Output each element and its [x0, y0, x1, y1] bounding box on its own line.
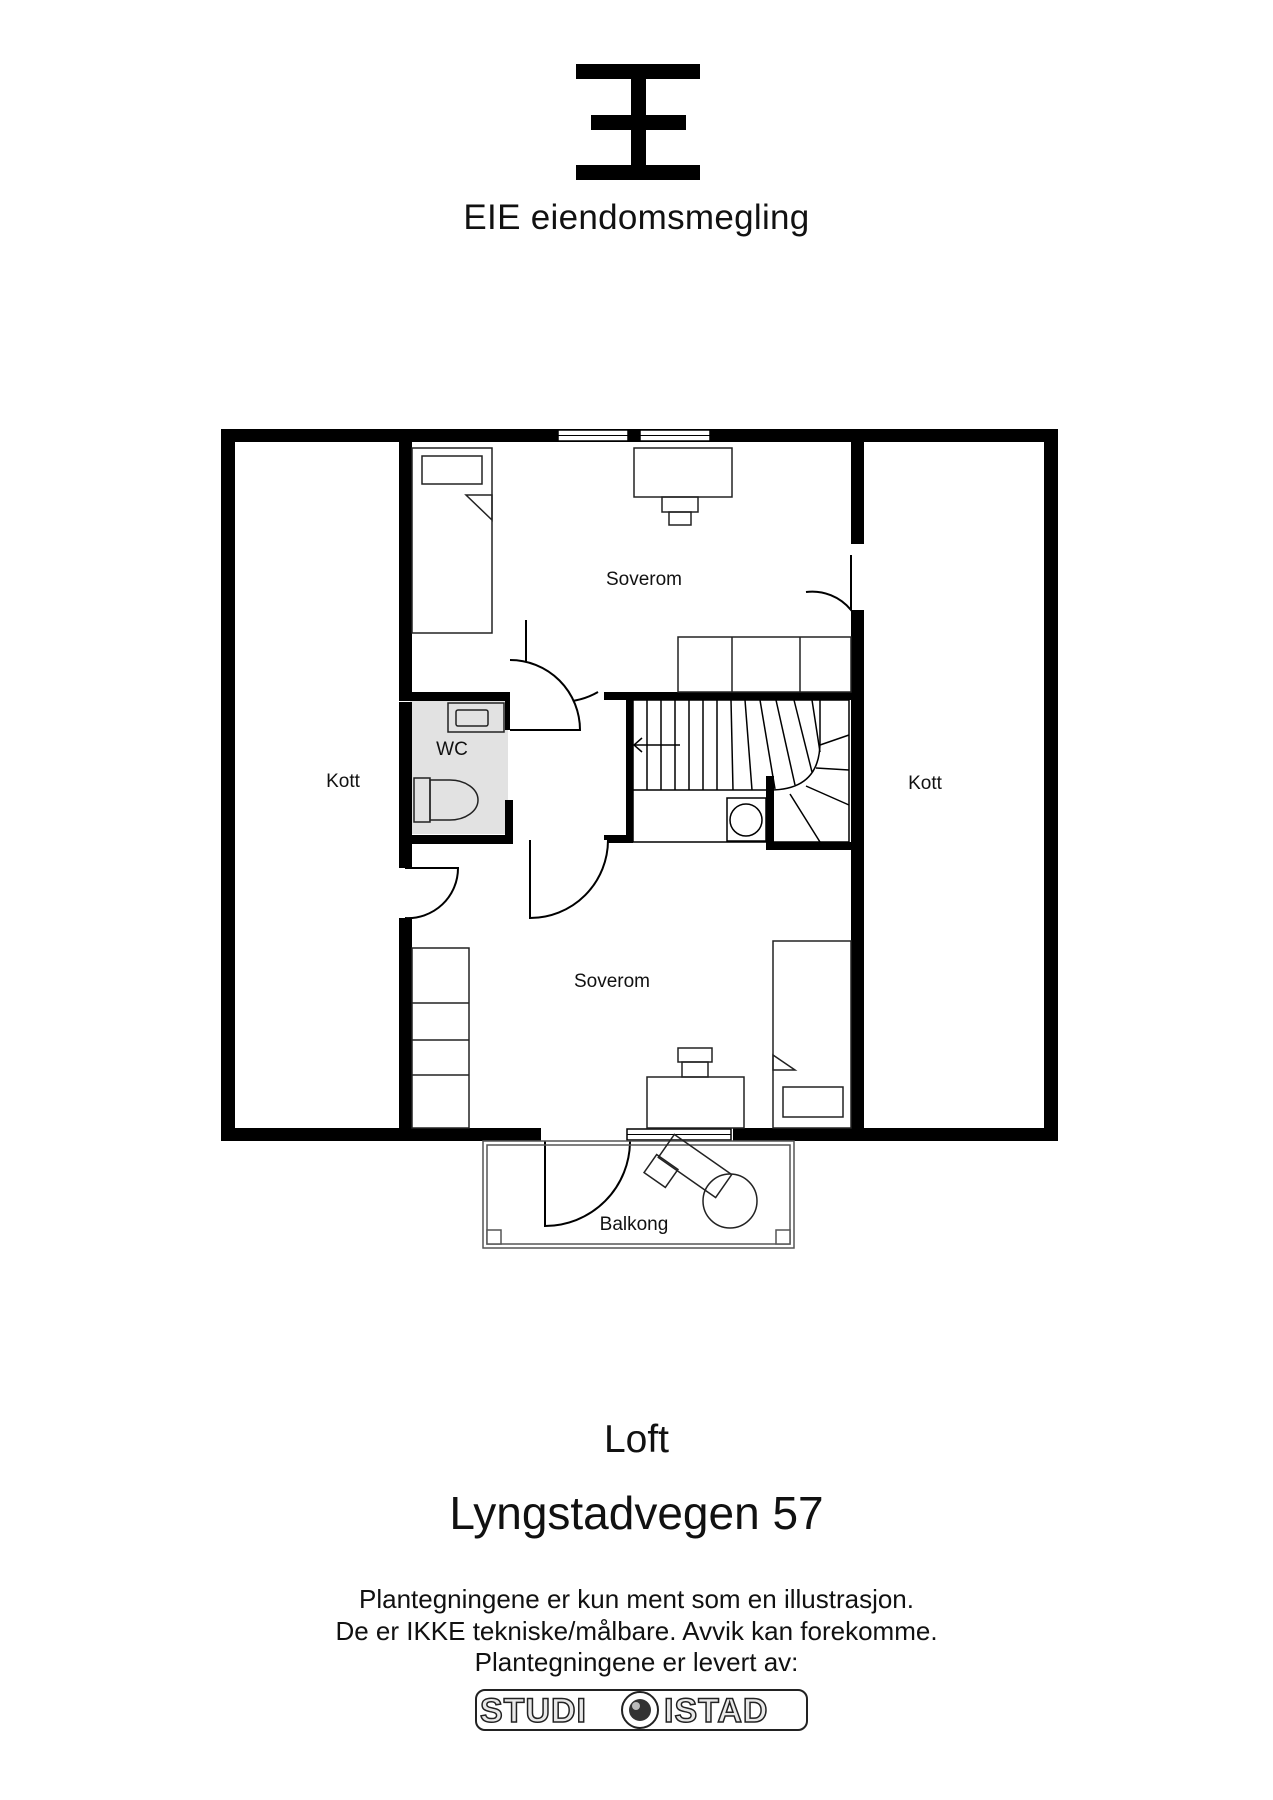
bed-bottom	[772, 940, 852, 1129]
wardrobe-bottom	[411, 947, 470, 1129]
staircase	[632, 699, 850, 843]
floor-title: Loft	[603, 1418, 670, 1461]
disclaimer-line-2: De er IKKE tekniske/målbare. Avvik kan f…	[335, 1616, 938, 1646]
balcony	[482, 1133, 795, 1249]
desk-bottom	[646, 1076, 745, 1129]
bed-top	[411, 447, 493, 634]
provider-logo-left: STUDI	[480, 1692, 587, 1730]
room-label-storage-left: Kott	[326, 771, 361, 792]
provider-logo-right: ISTAD	[664, 1692, 768, 1730]
wardrobe-top	[677, 636, 852, 693]
furniture	[411, 447, 852, 1129]
room-label-balcony: Balkong	[600, 1214, 669, 1235]
stove-round	[729, 803, 763, 837]
room-label-bedroom-bottom: Soverom	[574, 971, 650, 992]
eie-monogram-icon	[576, 64, 700, 180]
walls	[221, 429, 1058, 1141]
wc-floor	[410, 700, 508, 834]
property-address: Lyngstadvegen 57	[449, 1487, 824, 1539]
room-label-wc: WC	[436, 739, 468, 760]
stove	[726, 797, 767, 842]
room-label-storage-right: Kott	[908, 773, 943, 794]
brand-name: EIE eiendomsmegling	[463, 198, 810, 237]
doors	[404, 555, 852, 1228]
floor-plan: Soverom Soverom WC Kott Kott Balkong	[221, 429, 1058, 1249]
aperture-icon	[621, 1691, 659, 1729]
toilet	[429, 779, 479, 821]
disclaimer-line-3: Plantegningene er levert av:	[474, 1647, 799, 1677]
room-label-bedroom-top: Soverom	[606, 569, 682, 590]
disclaimer-line-1: Plantegningene er kun ment som en illust…	[359, 1584, 914, 1614]
windows	[557, 429, 732, 1141]
provider-logo: STUDI ISTAD	[475, 1689, 808, 1731]
wc-sink	[447, 702, 505, 733]
eie-logo	[576, 64, 700, 180]
desk-top	[633, 447, 733, 498]
